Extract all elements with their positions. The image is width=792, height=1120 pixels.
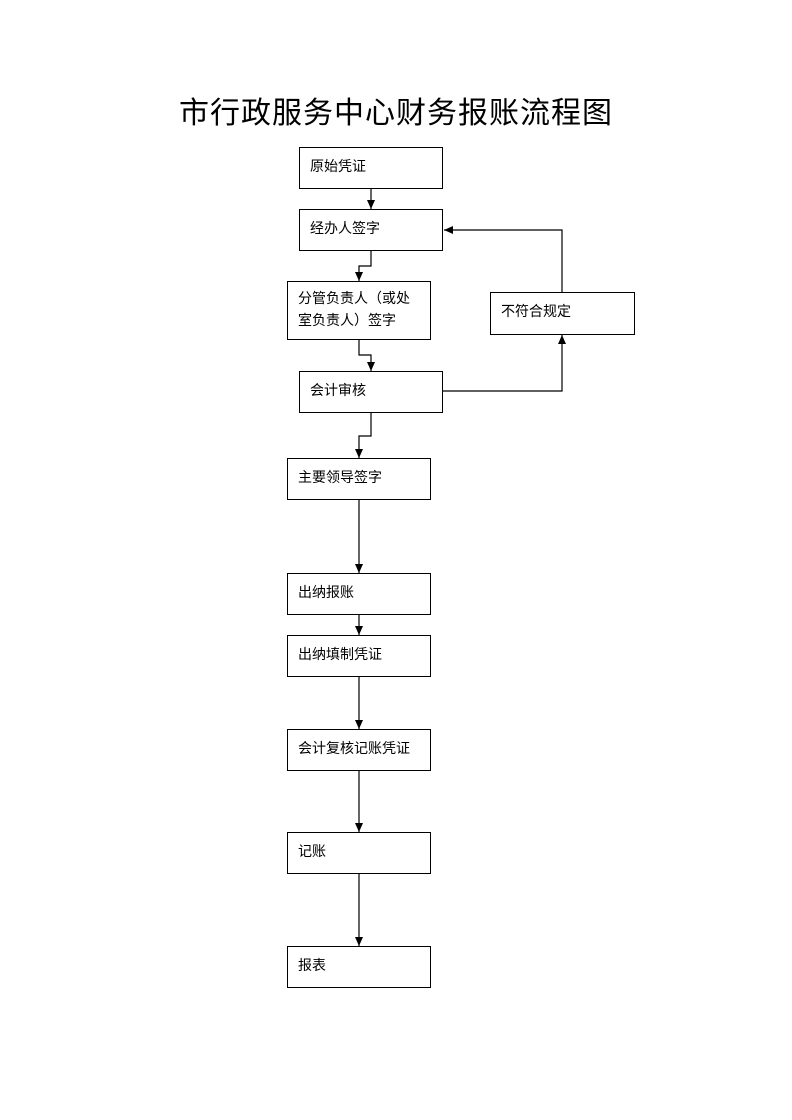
page-title: 市行政服务中心财务报账流程图 bbox=[179, 96, 613, 131]
step-accounting-review: 会计审核 bbox=[299, 371, 443, 413]
step-label: 记账 bbox=[298, 844, 326, 860]
step-label: 出纳报账 bbox=[298, 585, 354, 601]
arrow-review-to-leader bbox=[355, 412, 372, 458]
step-cashier-voucher: 出纳填制凭证 bbox=[287, 635, 431, 677]
step-label: 经办人签字 bbox=[310, 221, 380, 237]
step-label: 主要领导签字 bbox=[298, 470, 382, 486]
step-handler-sign: 经办人签字 bbox=[299, 209, 443, 251]
arrow-review-to-noncompliant bbox=[443, 335, 566, 392]
step-label: 出纳填制凭证 bbox=[298, 647, 382, 663]
step-label: 会计复核记账凭证 bbox=[298, 741, 410, 757]
arrow-supervisor-to-review bbox=[358, 340, 375, 371]
step-label: 会计审核 bbox=[310, 383, 366, 399]
reject-label: 不符合规定 bbox=[501, 304, 571, 320]
step-label: 分管负责人（或处室负责人）签字 bbox=[298, 291, 410, 329]
step-non-compliant: 不符合规定 bbox=[490, 292, 635, 335]
step-cashier-reimburse: 出纳报账 bbox=[287, 573, 431, 615]
step-report: 报表 bbox=[287, 946, 431, 988]
arrow-noncompliant-to-handler bbox=[444, 226, 563, 292]
step-accountant-recheck: 会计复核记账凭证 bbox=[287, 729, 431, 771]
step-supervisor-sign: 分管负责人（或处室负责人）签字 bbox=[287, 281, 431, 340]
step-leader-sign: 主要领导签字 bbox=[287, 458, 431, 500]
step-original-voucher: 原始凭证 bbox=[299, 147, 443, 189]
step-bookkeeping: 记账 bbox=[287, 832, 431, 874]
step-label: 原始凭证 bbox=[310, 159, 366, 175]
step-label: 报表 bbox=[298, 958, 326, 974]
arrow-handler-to-supervisor bbox=[355, 250, 372, 281]
